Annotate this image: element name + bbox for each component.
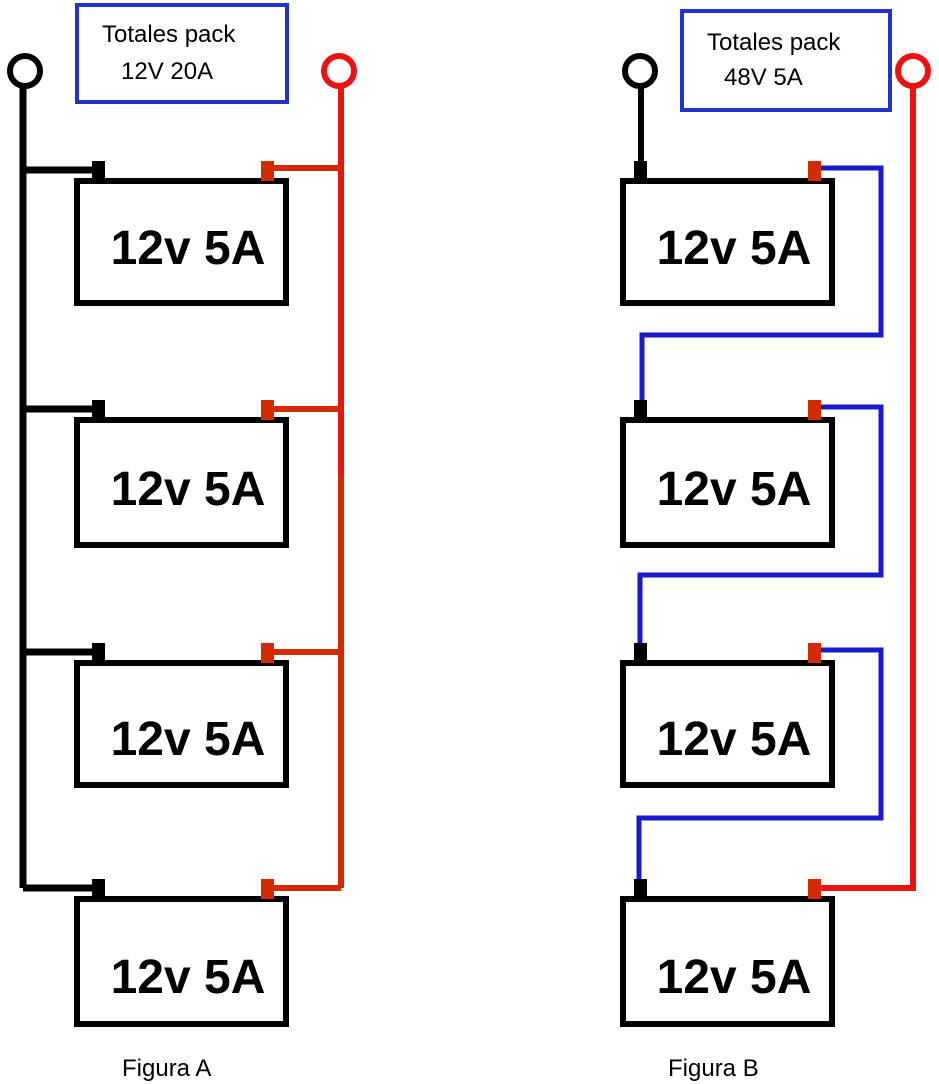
figure-a: Totales pack 12V 20A 12v 5A	[7, 3, 357, 1082]
figure-a-positive-terminal-icon	[321, 53, 357, 89]
figure-a-positive-bus	[268, 86, 344, 891]
negative-post-icon	[92, 400, 105, 420]
figure-b-negative-terminal-icon	[622, 53, 658, 89]
figure-b-cell-label: 12v 5A	[657, 463, 812, 516]
negative-post-icon	[634, 161, 647, 181]
figure-a-pack-box	[75, 3, 289, 104]
figure-b-cell: 12v 5A	[620, 161, 835, 306]
figure-a-caption: Figura A	[122, 1055, 211, 1082]
figure-a-cell: 12v 5A	[74, 879, 289, 1027]
negative-post-icon	[634, 400, 647, 420]
figure-b-series-links	[636, 165, 884, 888]
figure-a-negative-terminal-icon	[7, 53, 43, 89]
figure-a-cell-label: 12v 5A	[111, 463, 266, 516]
figure-b-caption: Figura B	[668, 1055, 759, 1082]
figure-b: Totales pack 48V 5A 12v 5A 12v 5A	[620, 9, 931, 1082]
figure-b-cell-label: 12v 5A	[657, 222, 812, 275]
figure-b-cell-label: 12v 5A	[657, 951, 812, 1004]
positive-post-icon	[261, 400, 274, 420]
positive-post-icon	[808, 879, 821, 899]
figure-a-cell: 12v 5A	[74, 643, 289, 788]
figure-a-cell-label: 12v 5A	[111, 713, 266, 766]
figure-a-cell: 12v 5A	[74, 161, 289, 306]
positive-post-icon	[261, 879, 274, 899]
figure-b-pack-value: 48V 5A	[724, 64, 803, 91]
negative-post-icon	[92, 161, 105, 181]
positive-post-icon	[261, 643, 274, 663]
negative-post-icon	[92, 879, 105, 899]
positive-post-icon	[808, 161, 821, 181]
positive-post-icon	[261, 161, 274, 181]
figure-b-cell-label: 12v 5A	[657, 713, 812, 766]
negative-post-icon	[92, 643, 105, 663]
figure-a-negative-bus	[19, 84, 100, 892]
figure-b-positive-terminal-icon	[895, 53, 931, 89]
figure-b-cell: 12v 5A	[620, 400, 835, 548]
figure-a-pack-title: Totales pack	[102, 21, 236, 48]
figure-a-cell-label: 12v 5A	[111, 222, 266, 275]
figure-a-pack-value: 12V 20A	[121, 58, 213, 85]
figure-a-cell: 12v 5A	[74, 400, 289, 548]
figure-a-cell-label: 12v 5A	[111, 951, 266, 1004]
figure-b-cell: 12v 5A	[620, 879, 835, 1027]
negative-post-icon	[634, 879, 647, 899]
positive-post-icon	[808, 400, 821, 420]
figure-b-positive-lead	[815, 86, 916, 891]
figure-b-pack-box	[680, 9, 892, 112]
negative-post-icon	[634, 643, 647, 663]
figure-b-cell: 12v 5A	[620, 643, 835, 788]
positive-post-icon	[808, 643, 821, 663]
figure-b-pack-title: Totales pack	[707, 29, 841, 56]
